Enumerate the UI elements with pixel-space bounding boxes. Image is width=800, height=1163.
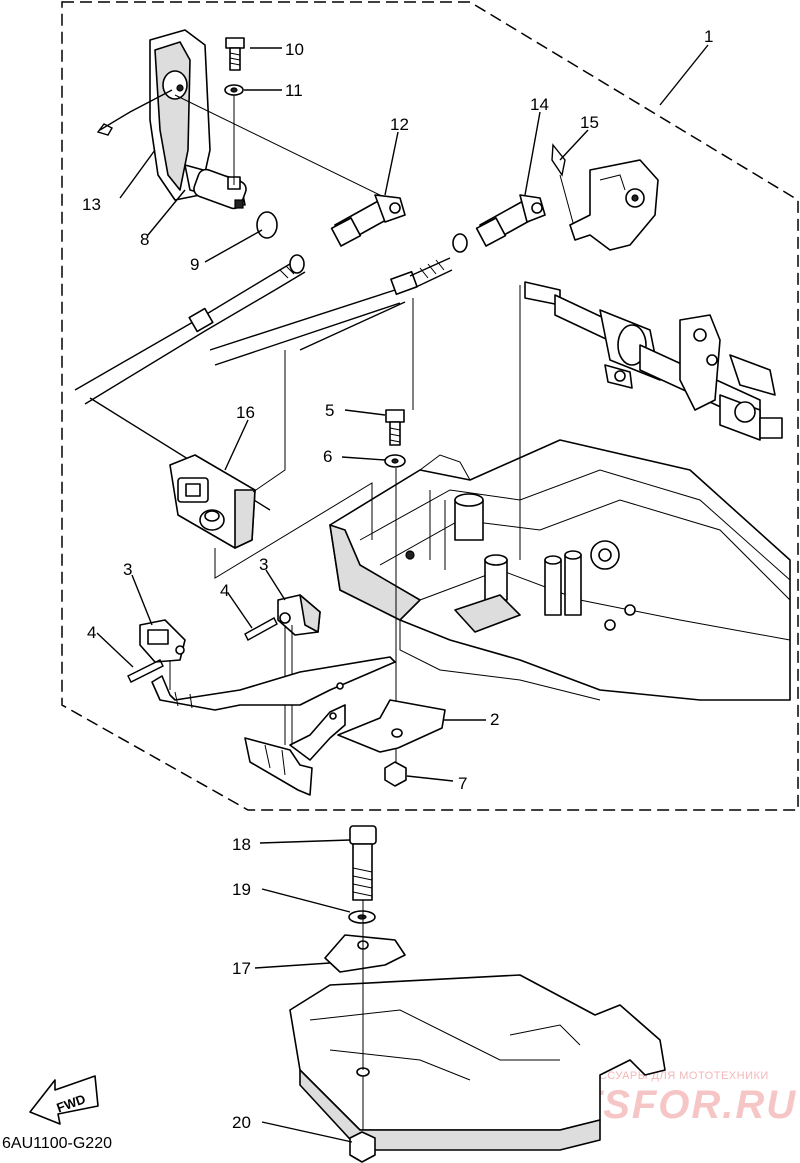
- label-part-7: 7: [458, 774, 467, 793]
- control-shaft-assembly: [519, 281, 783, 560]
- part-5-bolt: [385, 409, 405, 446]
- leader-lines: [96, 44, 709, 1143]
- part-9-o-ring: [256, 211, 278, 239]
- label-part-8: 8: [140, 230, 149, 249]
- drawing-code: 6AU1100-G220: [2, 1135, 112, 1152]
- label-part-1: 1: [704, 27, 713, 46]
- label-part-15: 15: [580, 113, 599, 132]
- fwd-arrow-icon: FWD: [29, 1075, 99, 1125]
- part-7-nut: [384, 761, 407, 787]
- bottom-cowling: [329, 439, 791, 701]
- part-3-clamp-left: [139, 619, 186, 663]
- label-part-10: 10: [285, 40, 304, 59]
- label-part-12: 12: [390, 115, 409, 134]
- label-part-11: 11: [285, 81, 303, 100]
- nut-right: [452, 233, 468, 253]
- part-number-labels: 1 2 3 3 4 4 5 6 7 8 9 10 11 12 13 14 15 …: [82, 27, 713, 1132]
- control-cables: [74, 257, 453, 511]
- label-part-16: 16: [236, 403, 255, 422]
- part-16-cover: [169, 454, 256, 549]
- label-part-2: 2: [490, 710, 499, 729]
- part-8-control-lever: [149, 29, 247, 210]
- label-part-6: 6: [323, 447, 332, 466]
- label-part-13: 13: [82, 195, 101, 214]
- part-4-pin-right: [244, 617, 278, 641]
- part-15-clip: [551, 143, 566, 177]
- part-4-pin-left: [127, 659, 164, 683]
- label-part-9: 9: [190, 255, 199, 274]
- assembly-boundary: [61, 1, 799, 811]
- label-part-4-left: 4: [87, 623, 96, 642]
- label-part-5: 5: [325, 401, 334, 420]
- nut-left: [289, 254, 305, 274]
- part-12-cable-end: [330, 194, 406, 247]
- part-3-clamp-right: [277, 594, 321, 636]
- part-10-bolt: [225, 37, 245, 71]
- part-13-cotter-pin: [96, 89, 391, 201]
- label-part-19: 19: [232, 880, 251, 899]
- part-14-cable-end: [475, 194, 546, 247]
- label-part-4-right: 4: [220, 581, 229, 600]
- label-part-14: 14: [530, 95, 549, 114]
- label-part-18: 18: [232, 835, 251, 854]
- throttle-arm: [569, 159, 659, 251]
- part-17-plate: [324, 934, 406, 973]
- part-20-nut: [349, 1131, 376, 1163]
- label-part-3-left: 3: [123, 560, 132, 579]
- part-18-bolt: [349, 825, 377, 901]
- swivel-bracket: [289, 974, 666, 1151]
- label-part-3-right: 3: [259, 555, 268, 574]
- label-part-20: 20: [232, 1113, 251, 1132]
- label-part-17: 17: [232, 959, 251, 978]
- part-2-bracket: [151, 656, 446, 796]
